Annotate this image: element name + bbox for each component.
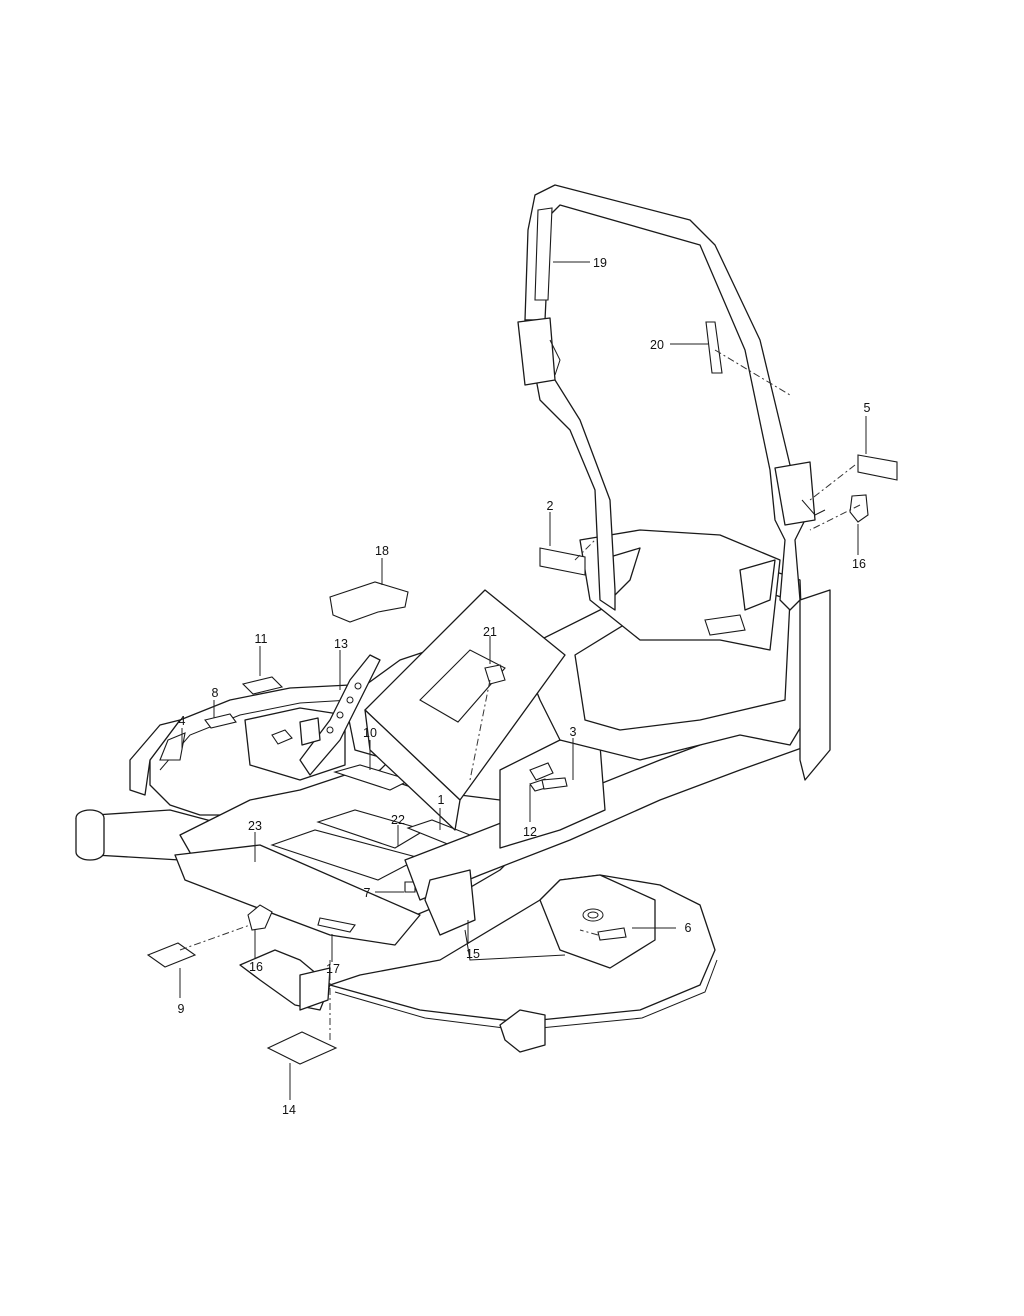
callout-6: 6 <box>685 921 692 935</box>
decal-14 <box>266 1031 338 1065</box>
front-nose <box>174 844 421 946</box>
callout-22: 22 <box>391 813 405 827</box>
rops-decal-19 <box>534 207 553 301</box>
decal-8 <box>204 713 237 729</box>
decal-20 <box>705 321 723 374</box>
decal-16-right <box>849 494 869 523</box>
rops-rollbar <box>517 184 831 781</box>
decal-2 <box>539 547 586 576</box>
callout-16-right: 16 <box>852 557 866 571</box>
deck-belt-cover <box>539 874 656 969</box>
decal-5 <box>857 454 898 481</box>
callout-20: 20 <box>650 338 664 352</box>
decal-4 <box>159 732 186 761</box>
callout-11: 11 <box>255 632 268 646</box>
leader-lines <box>179 261 867 1100</box>
callout-9: 9 <box>178 1002 185 1016</box>
callout-5: 5 <box>864 401 871 415</box>
rops-right-leg <box>799 589 831 781</box>
callout-1: 1 <box>438 793 445 807</box>
callout-10: 10 <box>363 726 377 740</box>
decal-3 <box>541 777 568 790</box>
mower-deck <box>239 874 718 1053</box>
callout-3: 3 <box>570 725 577 739</box>
callout-19: 19 <box>593 256 607 270</box>
rops-pivot-left <box>517 317 556 386</box>
assembly-lines <box>179 349 861 1040</box>
rops-pivot-right <box>774 461 816 526</box>
callout-17: 17 <box>326 962 340 976</box>
callout-21: 21 <box>483 625 497 639</box>
height-lever <box>299 654 381 776</box>
front-left-bumper <box>129 719 181 796</box>
decal-16-left <box>247 904 273 931</box>
callout-4: 4 <box>179 714 186 728</box>
callout-7: 7 <box>364 886 371 900</box>
callout-16-left: 16 <box>249 960 263 974</box>
decal-9 <box>146 942 197 968</box>
floor-decal-7 <box>404 881 416 893</box>
callout-12: 12 <box>523 825 537 839</box>
callout-18: 18 <box>375 544 389 558</box>
decal-18 <box>329 581 409 623</box>
seat-pan <box>364 589 566 831</box>
decal-6 <box>597 927 627 941</box>
callout-23: 23 <box>248 819 262 833</box>
loose-decals <box>146 321 898 1065</box>
callout-15: 15 <box>466 947 480 961</box>
callout-labels: 1 2 3 4 5 6 7 8 9 10 11 12 13 14 15 16 1… <box>178 256 871 1117</box>
callout-2: 2 <box>547 499 554 513</box>
deck-bracket-right <box>499 1009 546 1053</box>
seat-decal-21-window <box>419 649 506 723</box>
decal-11 <box>241 676 284 695</box>
callout-13: 13 <box>334 637 348 651</box>
callout-8: 8 <box>212 686 219 700</box>
callout-14: 14 <box>282 1103 296 1117</box>
nose-decal-17 <box>317 917 356 933</box>
